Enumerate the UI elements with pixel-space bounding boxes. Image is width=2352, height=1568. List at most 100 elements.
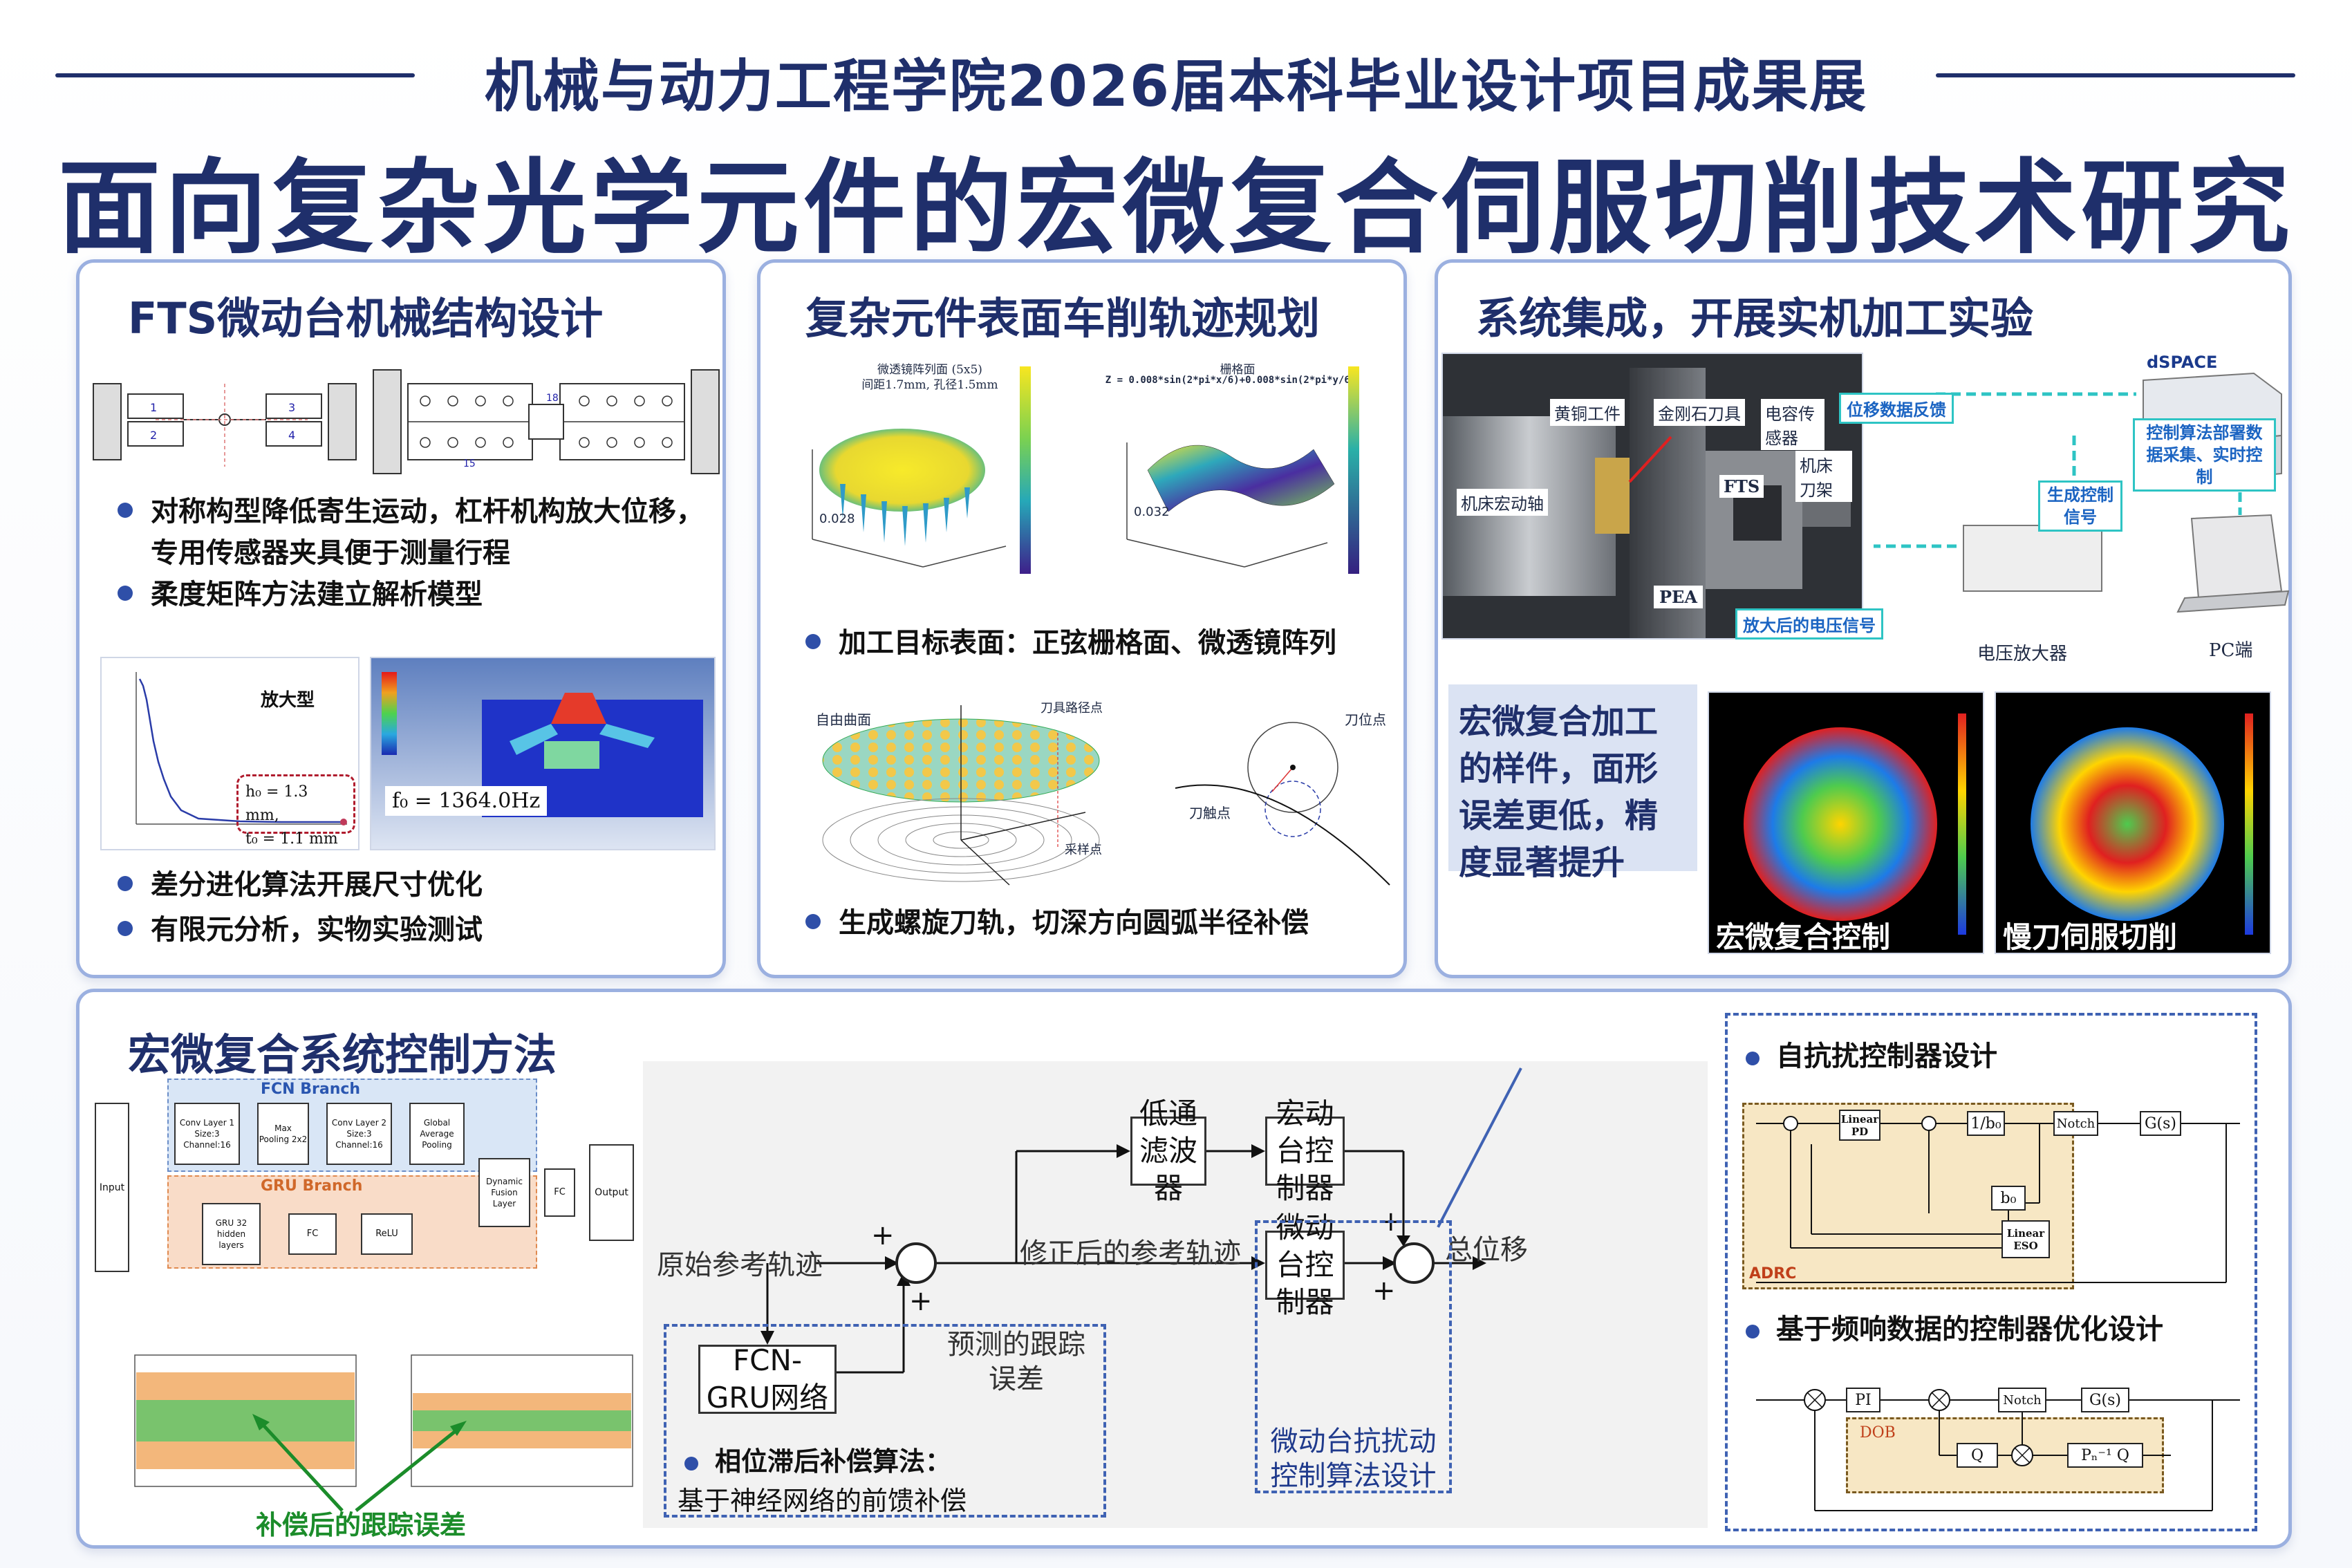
grid-surface-plot: 栅格面 Z = 0.008*sin(2*pi*x/6)+0.008*sin(2*… bbox=[1085, 346, 1403, 588]
optimization-convergence-plot: 放大型 h₀ = 1.3 mm, t₀ = 1.1 mm bbox=[100, 657, 360, 850]
inverse-b0-block: 1/b₀ bbox=[1967, 1111, 2005, 1136]
plant-block-dob: G(s) bbox=[2081, 1388, 2129, 1412]
error-caption: 补偿后的跟踪误差 bbox=[256, 1510, 467, 1540]
sum-junction-total bbox=[1393, 1242, 1435, 1284]
label-blade-point: 刀位点 bbox=[1345, 711, 1386, 728]
label-predicted-error: 预测的跟踪误差 bbox=[947, 1329, 1085, 1395]
bullet-dot-icon bbox=[118, 503, 133, 518]
dynamic-fusion-layer: Dynamic Fusion Layer bbox=[478, 1158, 530, 1227]
surface-depth-value: 0.032 bbox=[1134, 505, 1170, 519]
bullet-target-surface: 加工目标表面：正弦栅格面、微透镜阵列 bbox=[805, 622, 1400, 664]
plot-title: 微透镜阵列面 (5x5) bbox=[877, 363, 982, 377]
panel-control-method: 宏微复合系统控制方法 FCN Branch GRU Branch Input C… bbox=[76, 989, 2292, 1549]
inverse-model-block: Pₙ⁻¹ Q bbox=[2067, 1443, 2143, 1468]
svg-text:3: 3 bbox=[288, 401, 295, 414]
phase-compensation-desc: 基于神经网络的前馈补偿 bbox=[678, 1486, 967, 1516]
plot-subtitle: Z = 0.008*sin(2*pi*x/6)+0.008*sin(2*pi*y… bbox=[1105, 375, 1356, 386]
dspace-brand: dSPACE bbox=[2147, 353, 2218, 372]
linear-eso-block: Linear ESO bbox=[2001, 1220, 2050, 1258]
label-pc: PC端 bbox=[2209, 640, 2253, 661]
dimension-result-box: h₀ = 1.3 mm, t₀ = 1.1 mm bbox=[236, 774, 355, 848]
macro-stage-controller: 宏动台控制器 bbox=[1265, 1096, 1345, 1205]
conv-layer-2: Conv Layer 2 Size:3 Channel:16 bbox=[326, 1103, 392, 1165]
surface-depth-value: 0.028 bbox=[819, 512, 855, 526]
svg-text:+: + bbox=[909, 1285, 933, 1317]
relu-layer: ReLU bbox=[361, 1213, 413, 1255]
label-sample-point: 采样点 bbox=[1065, 843, 1102, 857]
bullet-dot-icon bbox=[805, 914, 821, 929]
adrc-dashbox bbox=[1725, 1013, 2257, 1531]
dimension-t0: t₀ = 1.1 mm bbox=[245, 830, 338, 848]
result-map-slow-tool: 慢刀伺服切削 bbox=[1995, 691, 2271, 954]
svg-text:1: 1 bbox=[150, 401, 157, 414]
mechanism-sketch-right: 15 18 bbox=[370, 363, 722, 480]
plot-tag: 放大型 bbox=[261, 690, 315, 711]
dob-tag: DOB bbox=[1860, 1424, 1896, 1441]
dob-diagram: DOB PI Notch G(s) Q Pₙ⁻¹ bbox=[1742, 1359, 2254, 1524]
linear-pd-block: Linear PD bbox=[1839, 1110, 1880, 1141]
phase-compensation-dashbox bbox=[664, 1324, 1106, 1518]
control-block-diagram: + + + + 低通滤波器 宏动台控制器 微动台控制器 FCN-GRU网络 原始… bbox=[643, 1061, 1708, 1528]
panel-title: FTS微动台机械结构设计 bbox=[128, 293, 604, 344]
bullet-dot-icon bbox=[684, 1457, 698, 1471]
panel-system-integration: 系统集成，开展实机加工实验 黄铜工件 金刚石 bbox=[1435, 259, 2292, 978]
output-layer: Output bbox=[589, 1144, 634, 1241]
error-plot-before bbox=[107, 1341, 370, 1507]
result-caption: 宏微复合控制 bbox=[1716, 920, 1891, 954]
event-title: 机械与动力工程学院2026届本科毕业设计项目成果展 bbox=[484, 54, 1868, 120]
plot-title: 栅格面 bbox=[1220, 363, 1256, 377]
fcn-gru-architecture: FCN Branch GRU Branch Input Conv Layer 1… bbox=[95, 1079, 648, 1314]
label-amplified-voltage: 放大后的电压信号 bbox=[1735, 608, 1883, 640]
label-algorithm-deploy: 控制算法部署数据采集、实时控制 bbox=[2133, 418, 2276, 492]
header-rule-left bbox=[55, 73, 415, 77]
label-tool-point: 刀具路径点 bbox=[1040, 701, 1103, 716]
plot-subtitle: 间距1.7mm, 孔径1.5mm bbox=[861, 378, 998, 392]
phase-compensation-title: 相位滞后补偿算法： bbox=[684, 1440, 951, 1478]
label-micro-algorithm: 微动台抗扰动控制算法设计 bbox=[1270, 1426, 1437, 1492]
bullet-dot-icon bbox=[1746, 1325, 1760, 1338]
fcn-gru-network: FCN-GRU网络 bbox=[698, 1343, 837, 1415]
panel-trajectory-planning: 复杂元件表面车削轨迹规划 微透镜阵列面 (5x5) 间距1.7mm, 孔径1.5… bbox=[757, 259, 1407, 978]
photo-label-tool-holder: 机床刀架 bbox=[1795, 451, 1852, 502]
conv-layer-1: Conv Layer 1 Size:3 Channel:16 bbox=[174, 1103, 240, 1165]
error-arrows bbox=[252, 1414, 467, 1512]
global-average-pooling: Global Average Pooling bbox=[409, 1103, 465, 1165]
svg-text:15: 15 bbox=[463, 458, 476, 469]
photo-label-diamond-tool: 金刚石刀具 bbox=[1654, 399, 1745, 426]
bullet-sensor-fixture: 专用传感器夹具便于测量行程 bbox=[151, 537, 510, 569]
bullet-dot-icon bbox=[118, 921, 133, 936]
label-modified-reference: 修正后的参考轨迹 bbox=[1020, 1238, 1241, 1269]
arc-compensation-figure: 刀位点 刀触点 bbox=[1168, 698, 1403, 892]
low-pass-filter: 低通滤波器 bbox=[1130, 1096, 1206, 1205]
photo-label-macro-axis: 机床宏动轴 bbox=[1457, 489, 1548, 516]
microlens-surface-plot: 微透镜阵列面 (5x5) 间距1.7mm, 孔径1.5mm 0.028 bbox=[771, 346, 1082, 588]
adrc-title: 自抗扰控制器设计 bbox=[1746, 1034, 1997, 1074]
label-free-surface: 自由曲面 bbox=[816, 711, 871, 728]
bullet-compliance-matrix: 柔度矩阵方法建立解析模型 bbox=[118, 574, 726, 615]
panel-title: 系统集成，开展实机加工实验 bbox=[1476, 293, 2034, 344]
bullet-dot-icon bbox=[118, 876, 133, 891]
fc-output-layer: FC bbox=[544, 1168, 575, 1217]
bullet-symmetric-structure: 对称构型降低寄生运动，杠杆机构放大位移， bbox=[118, 491, 726, 532]
fcn-branch-label: FCN Branch bbox=[261, 1081, 361, 1098]
bullet-dot-icon bbox=[118, 586, 133, 601]
max-pooling: Max Pooling 2x2 bbox=[257, 1103, 309, 1165]
label-voltage-amplifier: 电压放大器 bbox=[1977, 644, 2068, 664]
input-layer: Input bbox=[95, 1103, 129, 1272]
label-original-reference: 原始参考轨迹 bbox=[657, 1249, 823, 1281]
notch-block-adrc: Notch bbox=[2053, 1111, 2098, 1136]
result-map-macro-micro: 宏微复合控制 bbox=[1708, 691, 1984, 954]
bullet-fea-experiment: 有限元分析，实物实验测试 bbox=[118, 909, 726, 951]
optimization-title: 基于频响数据的控制器优化设计 bbox=[1746, 1307, 2163, 1347]
photo-label-pea: PEA bbox=[1654, 586, 1703, 608]
fea-modal-image: f₀ = 1364.0Hz bbox=[370, 657, 716, 850]
photo-label-brass-workpiece: 黄铜工件 bbox=[1550, 399, 1625, 426]
result-caption: 慢刀伺服切削 bbox=[2003, 920, 2178, 954]
plant-block-adrc: G(s) bbox=[2140, 1111, 2181, 1136]
adrc-diagram: ADRC Linear PD 1/ bbox=[1742, 1096, 2254, 1296]
label-total-displacement: 总位移 bbox=[1445, 1234, 1528, 1266]
bullet-dot-icon bbox=[805, 634, 821, 649]
label-displacement-feedback: 位移数据反馈 bbox=[1839, 393, 1954, 424]
